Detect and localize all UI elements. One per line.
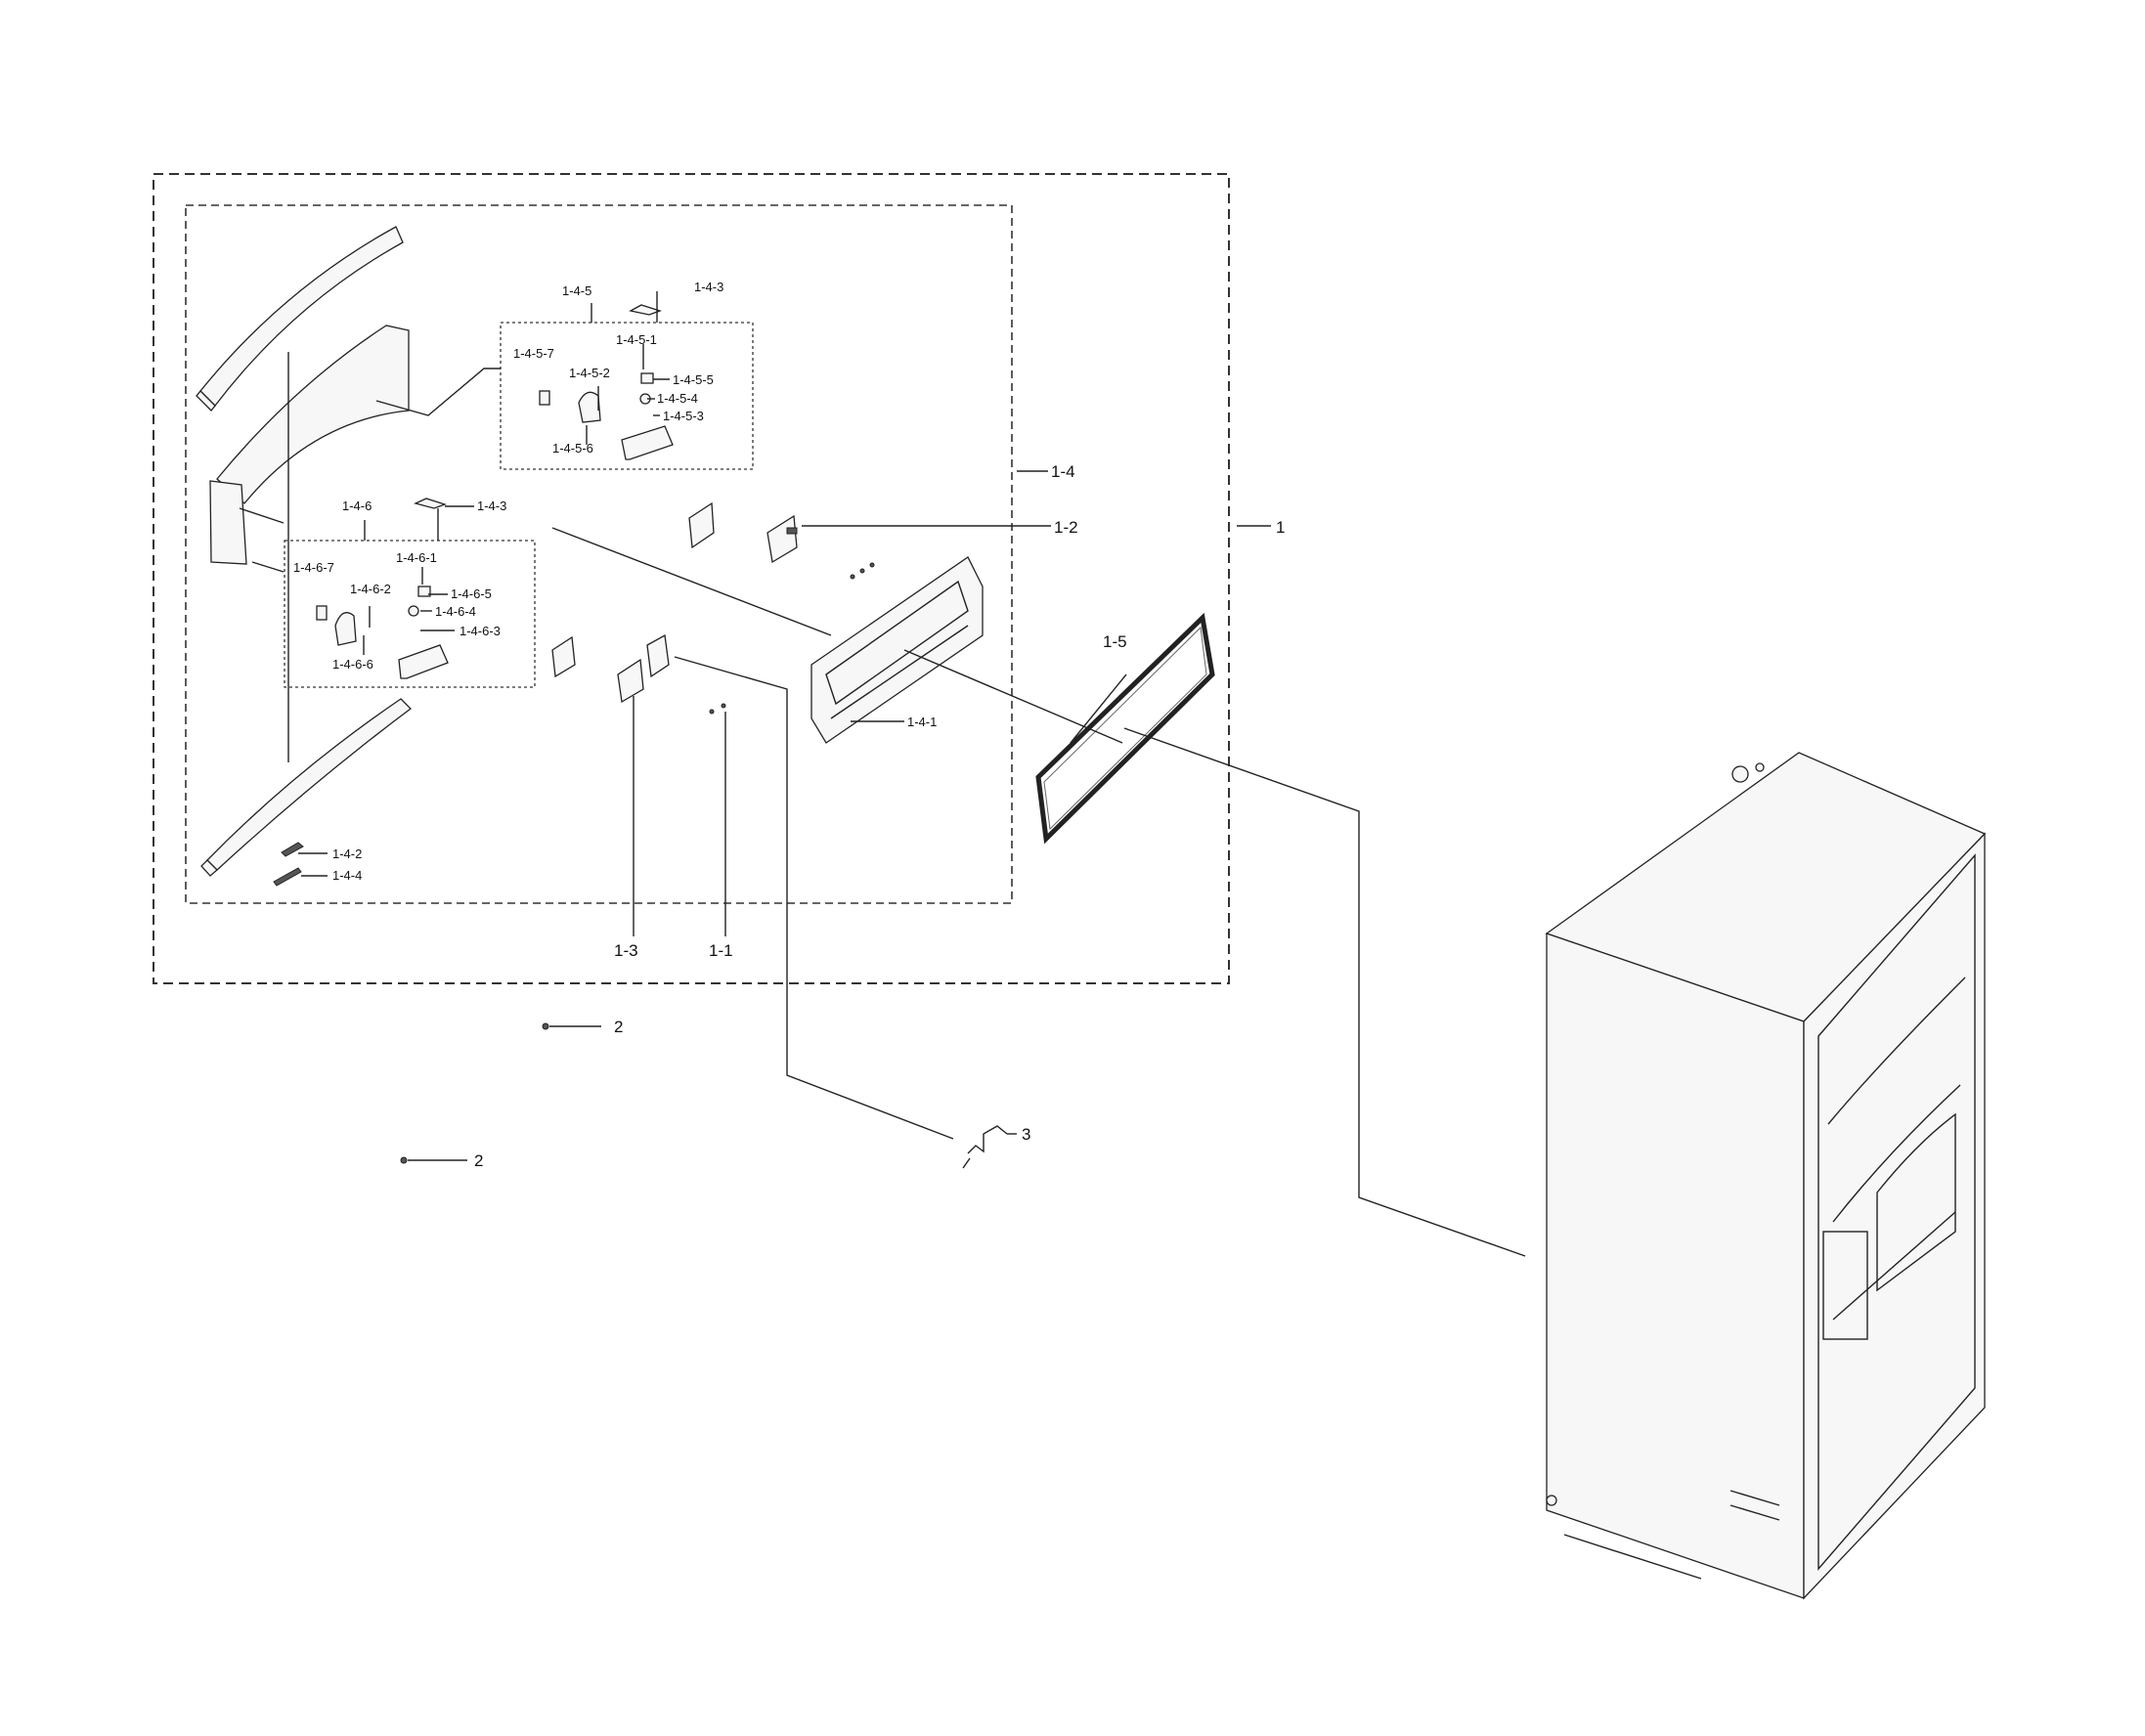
label-2-upper: 2 xyxy=(614,1018,623,1036)
part-1-4-1-panel xyxy=(810,556,984,744)
label-1-4-5: 1-4-5 xyxy=(562,283,591,298)
subassembly-1-4-5-parts xyxy=(539,304,674,460)
label-1-4-1: 1-4-1 xyxy=(907,715,937,729)
subassembly-1-4-6-parts xyxy=(316,498,449,679)
label-1-4-4: 1-4-4 xyxy=(332,868,362,883)
assembly-1-boundary xyxy=(153,173,1230,984)
bracket-pair-lower xyxy=(551,633,670,704)
label-1-4-5-6: 1-4-5-6 xyxy=(552,441,593,456)
label-1-4-6-3: 1-4-6-3 xyxy=(460,624,501,638)
screws xyxy=(709,562,875,715)
leader-1-3-to-3 xyxy=(674,656,954,1140)
label-1-4-6-2: 1-4-6-2 xyxy=(350,582,391,596)
leader-cover-to-1-4-5 xyxy=(375,368,501,416)
refrigerator-cabinet xyxy=(1545,752,1987,1600)
label-1-3: 1-3 xyxy=(614,941,638,960)
hinge-bottom-bracket xyxy=(200,698,412,877)
part-1-5-gasket xyxy=(1035,612,1215,845)
assembly-1-4-boundary xyxy=(185,204,1013,904)
part-1-4-2 xyxy=(281,842,304,857)
leader-cover-to-1-4-6 xyxy=(239,507,285,573)
leader-1-4-1-long xyxy=(551,527,832,636)
leader-1-5-to-cabinet xyxy=(1123,727,1526,1257)
label-3: 3 xyxy=(1022,1125,1030,1144)
label-1-4-5-2: 1-4-5-2 xyxy=(569,366,610,380)
part-1-4-4 xyxy=(273,867,302,887)
label-1-5: 1-5 xyxy=(1103,632,1127,651)
label-1: 1 xyxy=(1276,518,1285,537)
subassembly-1-4-6-boundary xyxy=(284,540,536,688)
part-3-clip xyxy=(962,1125,1008,1169)
part-2-screw-lower xyxy=(400,1156,408,1164)
label-1-1: 1-1 xyxy=(709,941,733,960)
leader-1-5 xyxy=(1070,673,1127,744)
leader-gasket-to-cabinet xyxy=(903,649,1123,744)
label-1-4-5-4: 1-4-5-4 xyxy=(657,391,698,406)
label-1-4-2: 1-4-2 xyxy=(332,846,362,861)
label-1-4-6-6: 1-4-6-6 xyxy=(332,657,373,672)
label-1-4-6-1: 1-4-6-1 xyxy=(396,550,437,565)
hinge-cover-middle xyxy=(209,325,410,565)
label-2-lower: 2 xyxy=(474,1151,483,1170)
hinge-cover-top xyxy=(196,226,404,412)
label-1-4-6: 1-4-6 xyxy=(342,499,372,513)
label-1-4-5-7: 1-4-5-7 xyxy=(513,346,554,361)
label-1-4-5-3: 1-4-5-3 xyxy=(663,409,704,423)
subassembly-1-4-5-boundary xyxy=(500,322,754,470)
label-1-4-5-5: 1-4-5-5 xyxy=(673,372,714,387)
part-2-screw-upper xyxy=(542,1022,549,1030)
bracket-pair-upper xyxy=(688,501,798,564)
label-1-4: 1-4 xyxy=(1051,462,1075,481)
label-1-4-6-7: 1-4-6-7 xyxy=(293,560,334,575)
label-1-4-6-4: 1-4-6-4 xyxy=(435,604,476,619)
label-1-2: 1-2 xyxy=(1054,518,1078,537)
label-1-4-3-mid: 1-4-3 xyxy=(477,499,506,513)
label-1-4-6-5: 1-4-6-5 xyxy=(451,586,492,601)
label-1-4-5-1: 1-4-5-1 xyxy=(616,332,657,347)
label-1-4-3-top: 1-4-3 xyxy=(694,280,723,294)
